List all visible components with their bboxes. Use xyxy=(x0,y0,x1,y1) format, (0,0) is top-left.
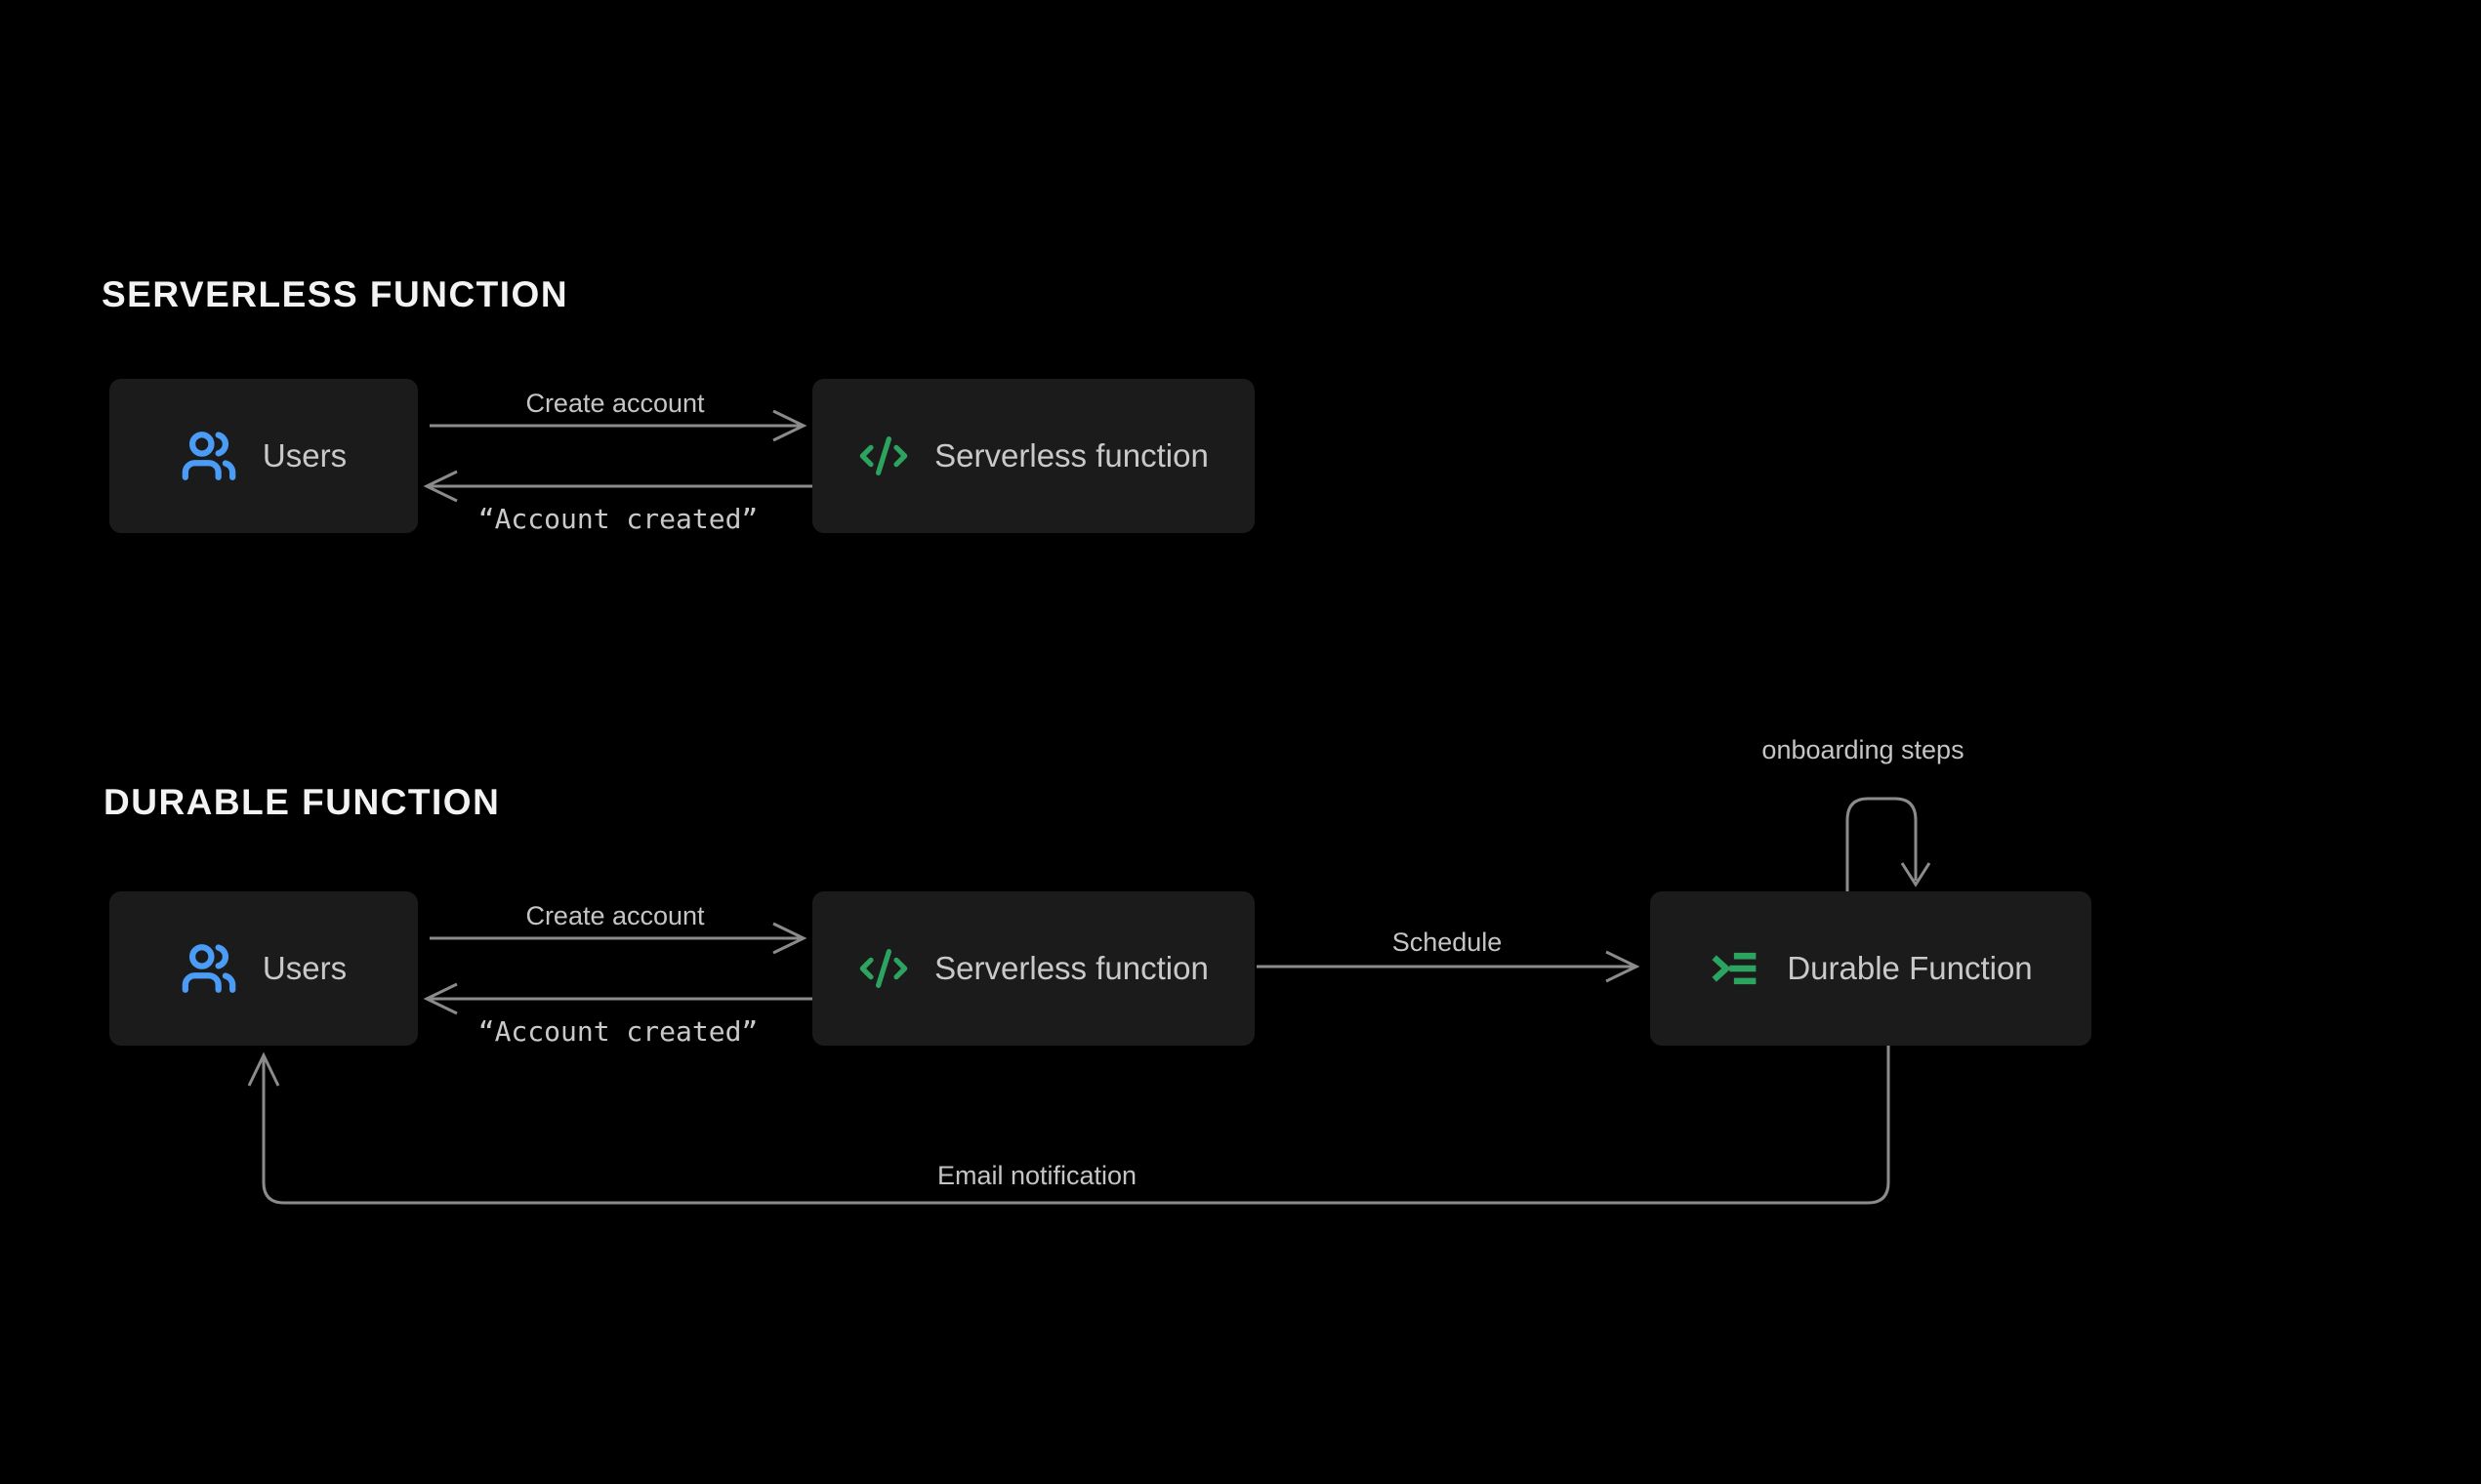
arrow-onboarding-loop xyxy=(1845,797,1918,891)
arrowhead-schedule xyxy=(1605,950,1640,983)
node-serverless-function-1: Serverless function xyxy=(812,379,1255,533)
arrowhead-onboarding-loop xyxy=(1900,862,1931,887)
arrowhead-email-notification xyxy=(247,1051,280,1087)
node-label: Users xyxy=(262,437,348,474)
node-users-1: Users xyxy=(109,379,418,533)
edge-label-create-account-1: Create account xyxy=(525,389,705,418)
code-icon xyxy=(858,943,909,994)
edge-label-account-created-1: “Account created” xyxy=(477,503,759,535)
arrowhead-create-account-1 xyxy=(772,409,807,442)
edge-label-create-account-2: Create account xyxy=(525,901,705,930)
arrowhead-account-created-1 xyxy=(423,470,458,503)
node-label: Users xyxy=(262,950,348,986)
arrowhead-create-account-2 xyxy=(772,922,807,955)
section-title-durable-function: DURABLE FUNCTION xyxy=(103,782,501,822)
section-title-serverless-function: SERVERLESS FUNCTION xyxy=(102,274,569,314)
edge-label-account-created-2: “Account created” xyxy=(477,1015,759,1048)
node-label: Serverless function xyxy=(934,437,1209,474)
node-durable-function: Durable Function xyxy=(1650,891,2091,1046)
code-icon xyxy=(858,431,909,481)
arrowhead-account-created-2 xyxy=(423,982,458,1015)
node-label: Serverless function xyxy=(934,950,1209,986)
prompt-list-icon xyxy=(1709,942,1761,995)
edge-label-email-notification: Email notification xyxy=(936,1161,1137,1190)
edge-label-schedule: Schedule xyxy=(1391,928,1503,957)
edge-label-onboarding-steps: onboarding steps xyxy=(1761,735,1964,764)
node-label: Durable Function xyxy=(1787,950,2033,986)
node-serverless-function-2: Serverless function xyxy=(812,891,1255,1046)
users-icon xyxy=(181,428,237,484)
users-icon xyxy=(181,940,237,997)
node-users-2: Users xyxy=(109,891,418,1046)
